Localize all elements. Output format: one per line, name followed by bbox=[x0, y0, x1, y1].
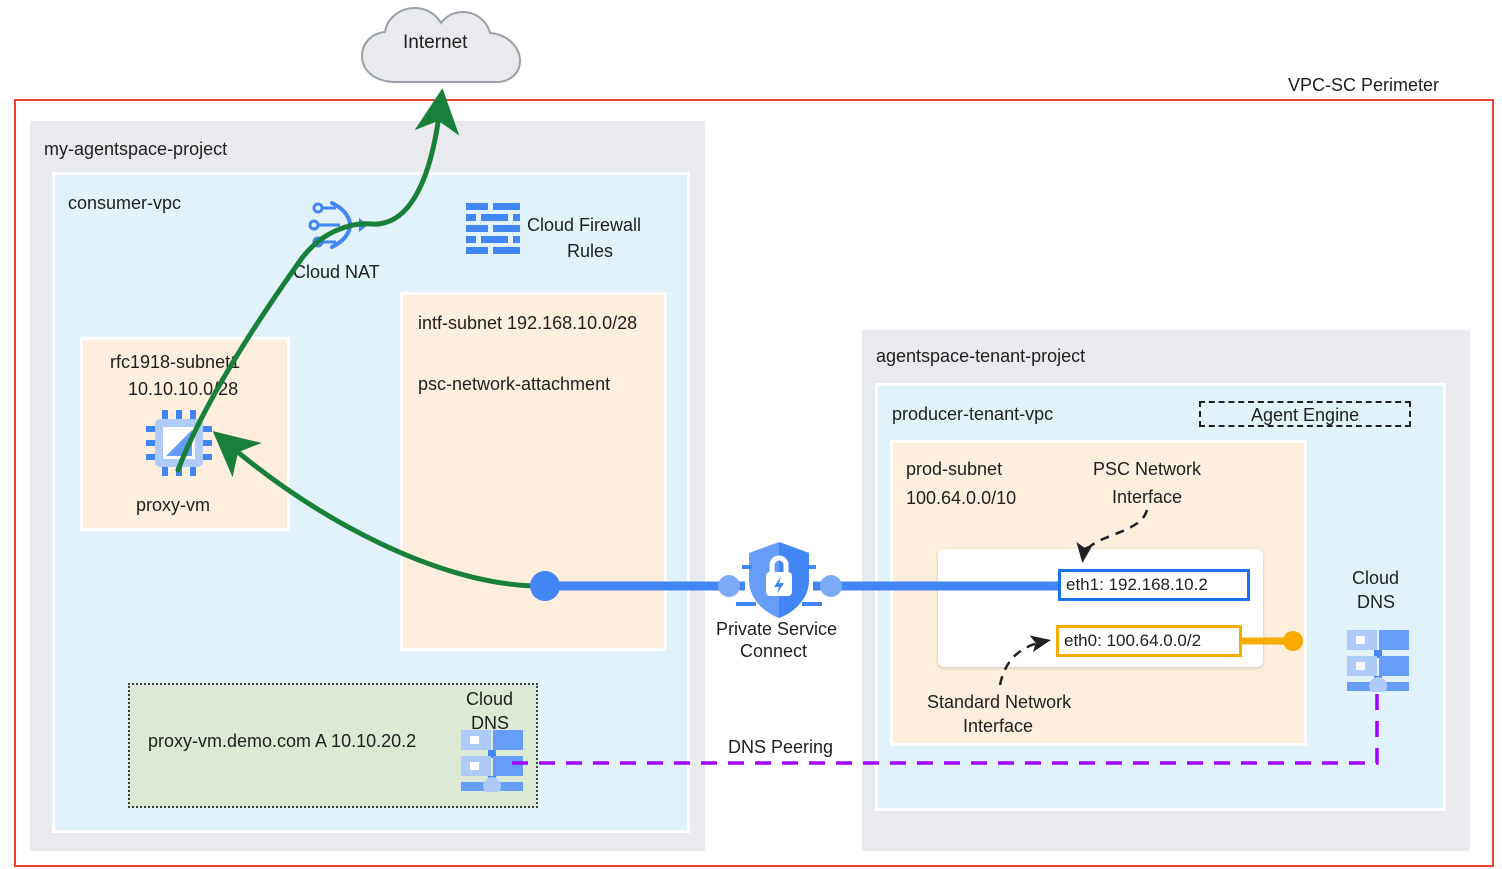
producer-tenant-vpc-label: producer-tenant-vpc bbox=[892, 404, 1054, 424]
internet-cloud-icon bbox=[360, 6, 522, 83]
agent-engine-box bbox=[1199, 401, 1411, 427]
psc-label-line2: Connect bbox=[740, 641, 808, 661]
agent-engine-label: Agent Engine bbox=[1251, 405, 1360, 425]
rfc1918-subnet1-label-line1: rfc1918-subnet1 bbox=[110, 352, 241, 372]
psc-network-attachment-label: psc-network-attachment bbox=[418, 374, 611, 394]
std-nic-callout-line1: Standard Network bbox=[927, 692, 1072, 712]
compute-engine-chip-icon bbox=[146, 410, 212, 476]
producer-cloud-dns-label-line2: DNS bbox=[1357, 592, 1396, 612]
internet-label: Internet bbox=[403, 32, 468, 53]
psc-label-line1: Private Service bbox=[716, 619, 838, 639]
intf-subnet-label: intf-subnet 192.168.10.0/28 bbox=[418, 313, 638, 333]
consumer-cloud-dns-label-line2: DNS bbox=[471, 713, 510, 733]
consumer-vpc-label: consumer-vpc bbox=[68, 193, 182, 213]
agentspace-tenant-project-label: agentspace-tenant-project bbox=[876, 346, 1086, 366]
prod-subnet-label-line2: 100.64.0.0/10 bbox=[906, 488, 1017, 508]
shield-lock-bolt-icon bbox=[749, 542, 809, 618]
cloud-nat-label: Cloud NAT bbox=[293, 262, 380, 282]
nic-eth0-standard: eth0: 100.64.0.0/2 bbox=[1056, 625, 1242, 657]
std-nic-callout-line2: Interface bbox=[963, 716, 1034, 736]
dns-record-label: proxy-vm.demo.com A 10.10.20.2 bbox=[148, 731, 417, 751]
my-agentspace-project-label: my-agentspace-project bbox=[44, 139, 228, 159]
consumer-cloud-dns-label-line1: Cloud bbox=[466, 689, 514, 709]
vpc-sc-perimeter-box bbox=[14, 99, 1494, 867]
producer-cloud-dns-icon bbox=[1347, 630, 1409, 692]
cloud-firewall-label-line1: Cloud Firewall bbox=[527, 215, 642, 235]
psc-nic-callout-line1: PSC Network bbox=[1093, 459, 1202, 479]
cloud-firewall-label-line2: Rules bbox=[567, 241, 614, 261]
prod-subnet-label-line1: prod-subnet bbox=[906, 459, 1003, 479]
intf-subnet-box bbox=[400, 292, 667, 651]
producer-cloud-dns-label-line1: Cloud bbox=[1352, 568, 1400, 588]
nic-eth1-psc: eth1: 192.168.10.2 bbox=[1058, 569, 1250, 601]
consumer-cloud-dns-icon bbox=[461, 730, 523, 792]
cloud-firewall-icon bbox=[466, 203, 520, 254]
perimeter-label: VPC-SC Perimeter bbox=[1288, 75, 1440, 95]
dns-peering-label: DNS Peering bbox=[728, 737, 834, 757]
proxy-vm-label: proxy-vm bbox=[136, 495, 211, 515]
cloud-nat-icon bbox=[308, 201, 368, 249]
psc-nic-callout-line2: Interface bbox=[1112, 487, 1183, 507]
rfc1918-subnet1-label-line2: 10.10.10.0/28 bbox=[128, 379, 239, 399]
